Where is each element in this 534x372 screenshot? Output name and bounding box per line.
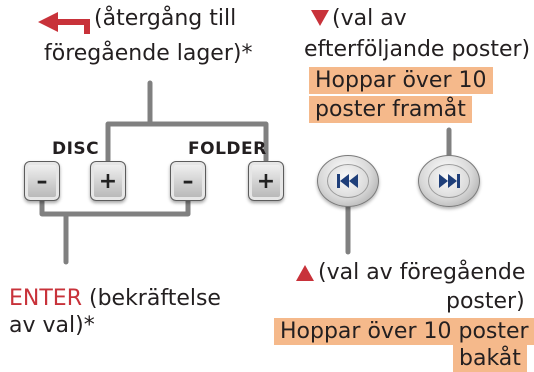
down-triangle-icon — [311, 10, 329, 26]
prev-skip-line1: Hoppar över 10 poster — [274, 318, 534, 345]
folder-minus-button[interactable]: – — [170, 161, 206, 201]
up-triangle-icon — [296, 265, 314, 281]
disc-minus-button[interactable]: – — [24, 161, 60, 201]
enter-label: ENTER (bekräftelse — [9, 285, 221, 312]
next-skip-line2: poster framåt — [309, 96, 472, 123]
prev-label-line2: poster) — [446, 289, 525, 314]
next-label-line2: efterföljande poster) — [304, 37, 531, 62]
enter-label-line2: av val)* — [9, 313, 95, 338]
back-label-line2: föregående lager)* — [44, 41, 253, 66]
previous-button[interactable] — [317, 155, 379, 207]
next-skip-line1: Hoppar över 10 — [309, 67, 493, 94]
skip-forward-icon — [439, 174, 460, 188]
next-button[interactable] — [418, 155, 480, 207]
back-arrow-icon — [38, 12, 90, 34]
prev-label: (val av föregående — [318, 260, 526, 285]
prev-skip-line2: bakåt — [453, 345, 527, 372]
enter-description: (bekräftelse — [88, 286, 221, 311]
back-label: (återgång till — [94, 6, 237, 31]
disc-plus-button[interactable]: + — [90, 161, 126, 201]
skip-back-icon — [337, 174, 358, 188]
next-label: (val av — [332, 6, 407, 31]
enter-word: ENTER — [9, 286, 82, 311]
folder-label: FOLDER — [188, 139, 267, 159]
folder-plus-button[interactable]: + — [248, 161, 284, 201]
disc-label: DISC — [52, 139, 100, 159]
